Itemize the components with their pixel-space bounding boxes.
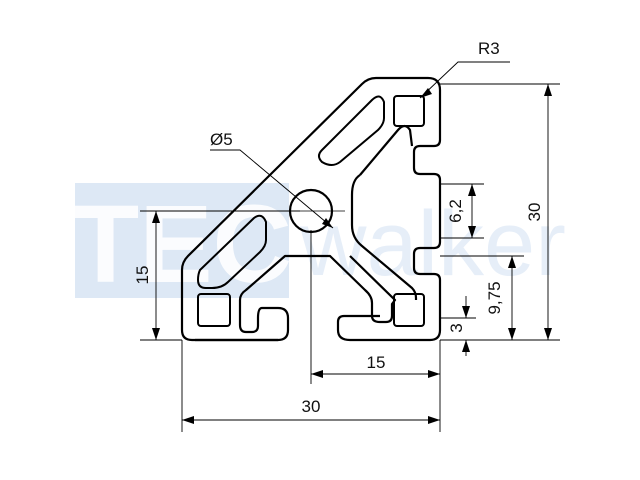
- label-height-half: 15: [133, 266, 152, 285]
- label-slot-depth: 3: [447, 323, 466, 332]
- arrow-3-bottom: [462, 340, 470, 352]
- profile-outer-edge-top: [180, 76, 442, 330]
- arrow-62-bottom: [468, 226, 476, 238]
- cavity-square-top: [393, 95, 425, 127]
- label-width-half: 15: [367, 353, 386, 372]
- arrow-15h-left: [311, 370, 323, 378]
- arrow-radius: [420, 88, 432, 98]
- profile-outer-edge-bottom-left: [180, 329, 278, 342]
- arrow-62-top: [468, 184, 476, 196]
- profile-outline: [180, 76, 442, 342]
- watermark-brand-right: walker: [299, 193, 566, 295]
- profile-cavities: [197, 95, 425, 327]
- label-slot-offset: 9,75: [485, 281, 504, 314]
- inner-web-top: [359, 124, 414, 176]
- arrow-3-top: [462, 306, 470, 318]
- profile-inner-web: [195, 254, 397, 342]
- arrow-975-top: [508, 256, 516, 268]
- dimension-lines: [140, 61, 560, 432]
- radius-leader: [419, 61, 510, 99]
- label-width-total: 30: [302, 397, 321, 416]
- arrow-30v-bottom: [544, 328, 552, 340]
- label-hole-diameter: Ø5: [210, 130, 233, 149]
- arrow-15h-right: [428, 370, 440, 378]
- cavity-diagonal-lower: [197, 214, 267, 289]
- cavity-square-bottom-right: [393, 293, 425, 327]
- watermark: TEC walker: [72, 183, 566, 306]
- profile-outer-edge-right: [336, 184, 442, 342]
- arrow-975-bottom: [508, 328, 516, 340]
- label-height-total: 30: [525, 203, 544, 222]
- diameter-leader: [210, 149, 334, 229]
- cavity-square-bottom-left: [197, 293, 231, 327]
- arrow-diameter: [322, 218, 333, 228]
- arrow-15v-bottom: [152, 328, 160, 340]
- arrow-15v-top: [152, 211, 160, 223]
- cavity-diagonal-upper: [318, 95, 385, 166]
- label-slot-opening: 6,2: [446, 199, 465, 223]
- label-radius: R3: [478, 39, 500, 58]
- arrow-30h-right: [428, 416, 440, 424]
- arrowheads: [152, 84, 552, 424]
- arrow-30h-left: [182, 416, 194, 424]
- arrow-30v-top: [544, 84, 552, 96]
